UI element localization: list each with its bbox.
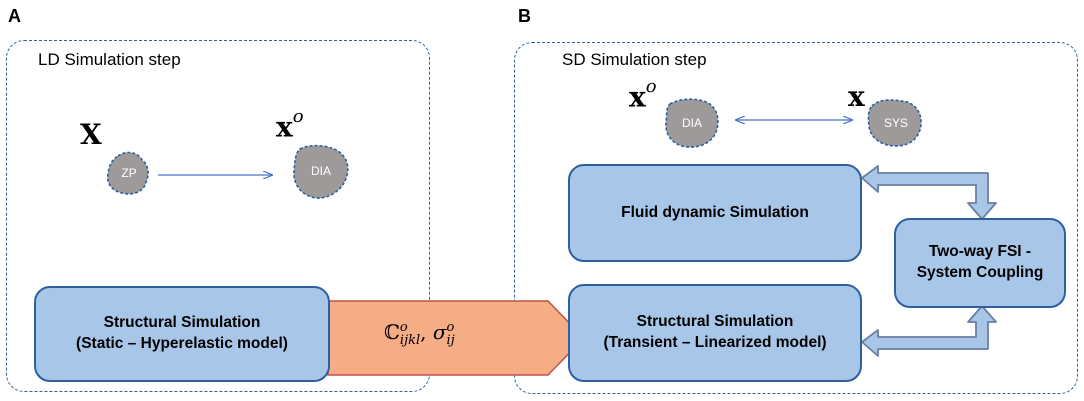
dia-shape-b: DIA <box>662 96 722 150</box>
var-reference-config: X <box>80 118 102 151</box>
fsi-coupling-box: Two-way FSI - System Coupling <box>894 218 1066 308</box>
zp-label: ZP <box>121 166 137 180</box>
dia-label-a: DIA <box>310 164 331 178</box>
structural-b-line1: Structural Simulation <box>636 313 794 331</box>
fsi-structural-arrow <box>861 305 997 357</box>
stress-symbol: σ <box>432 320 447 344</box>
panel-a-letter: A <box>8 6 21 26</box>
panel-a-title: LD Simulation step <box>38 50 181 69</box>
tensor-sup: o <box>399 319 408 335</box>
separator: , <box>420 320 427 344</box>
structural-a-line1: Structural Simulation <box>103 314 261 332</box>
sys-shape: SYS <box>866 96 926 150</box>
structural-b-line2: (Transient – Linearized model) <box>603 334 827 351</box>
panel-b-title: SD Simulation step <box>562 50 707 69</box>
structural-simulation-transient-box: Structural Simulation (Transient – Linea… <box>568 284 862 382</box>
transfer-arrow <box>327 300 586 376</box>
panel-b <box>514 42 1078 394</box>
tensor-sub: ijkl <box>399 332 421 348</box>
fsi-line2: System Coupling <box>916 264 1044 281</box>
var-systolic-config: x <box>848 80 865 113</box>
stress-sup: o <box>446 319 455 335</box>
stress-sub: ij <box>446 332 455 348</box>
fluid-dynamic-simulation-box: Fluid dynamic Simulation <box>568 164 862 262</box>
dia-label-b: DIA <box>681 116 702 130</box>
structural-simulation-static-box: Structural Simulation (Static – Hyperela… <box>34 286 330 382</box>
dia-shape-a: DIA <box>290 143 352 201</box>
fsi-fluid-arrow <box>861 165 997 220</box>
fluid-line1: Fluid dynamic Simulation <box>621 203 809 221</box>
zp-shape: ZP <box>104 150 154 198</box>
panel-a <box>6 40 430 392</box>
var-diastolic-config-a: xo <box>276 106 304 144</box>
structural-a-line2: (Static – Hyperelastic model) <box>76 335 288 352</box>
tensor-symbol: ℂ <box>384 320 400 344</box>
sys-label: SYS <box>883 116 908 130</box>
panel-b-letter: B <box>518 6 531 26</box>
var-diastolic-config-b: xo <box>629 76 657 114</box>
fsi-line1: Two-way FSI - <box>928 243 1032 261</box>
